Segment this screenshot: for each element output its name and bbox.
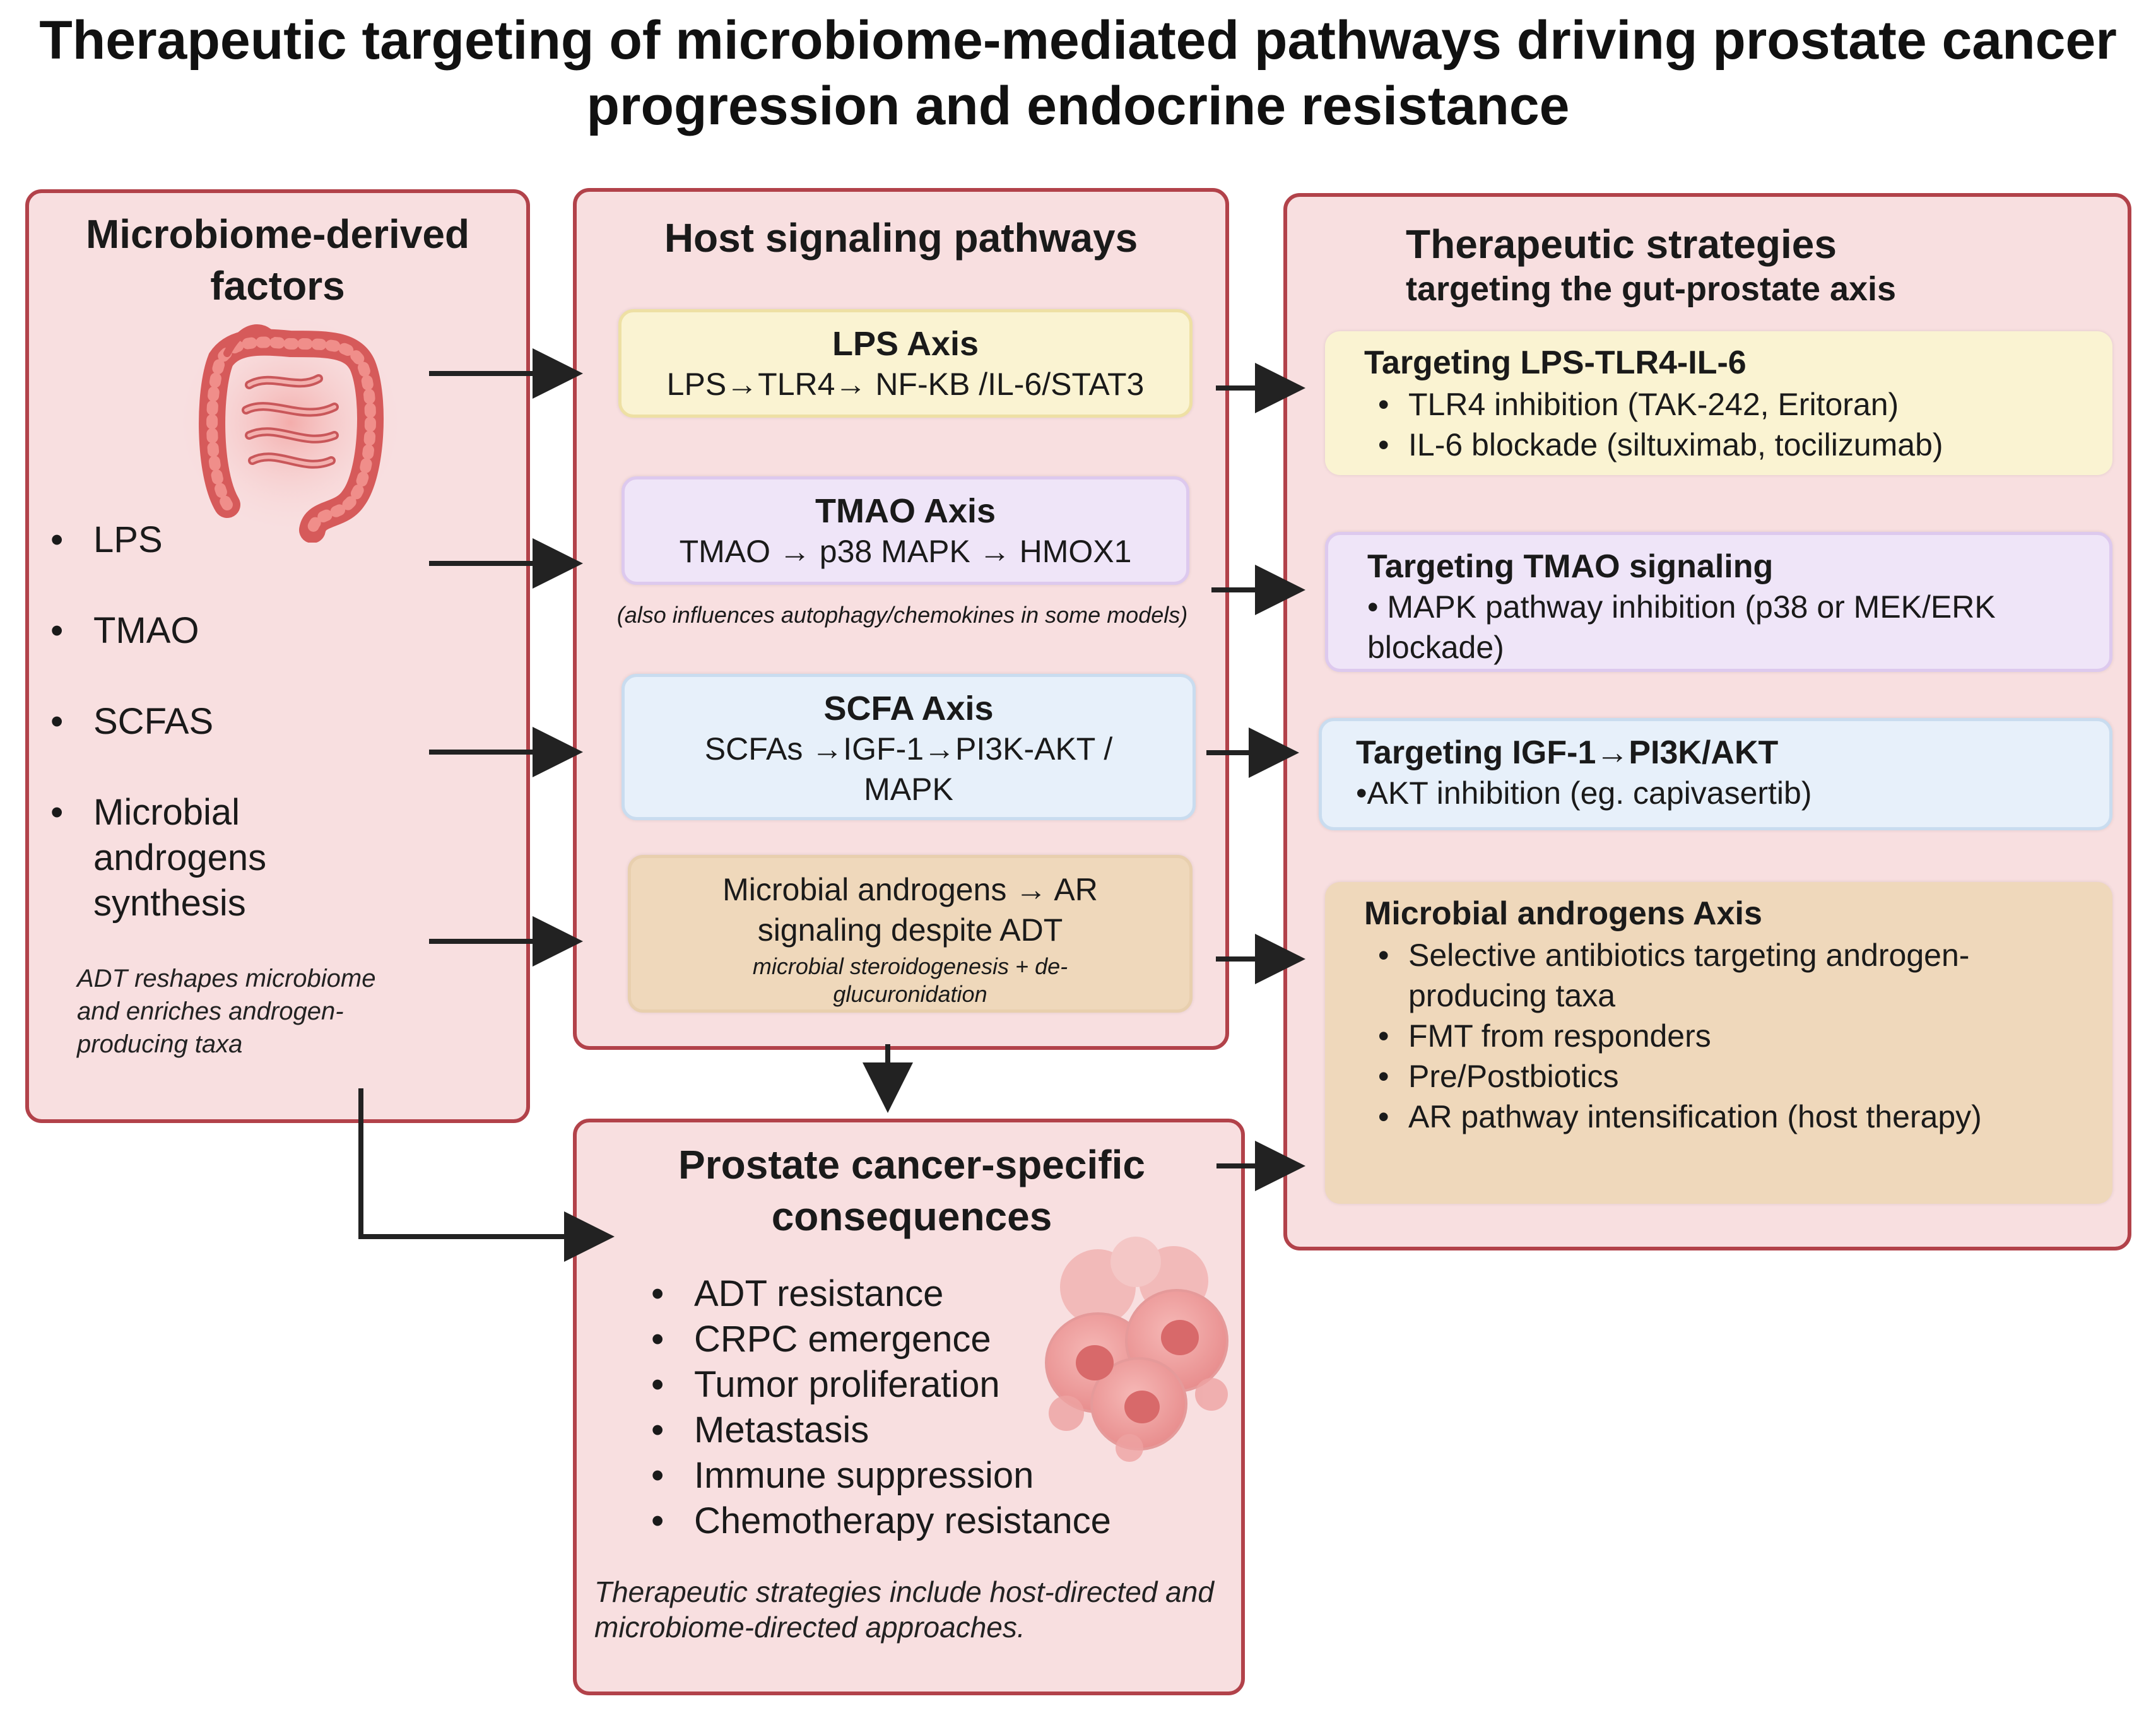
- microbiome-factors-title: Microbiome-derived factors: [85, 211, 470, 309]
- androgen-axis-pathway: Microbial androgens → AR signaling despi…: [722, 872, 1098, 948]
- therapeutic-strategies-title: Therapeutic strategies: [1406, 221, 1837, 267]
- list-item: •IL-6 blockade (siltuximab, tocilizumab): [1378, 427, 1943, 462]
- tmao-axis-box: TMAO Axis TMAO → p38 MAPK → HMOX1: [621, 476, 1189, 585]
- strategy-androgen-title: Microbial androgens Axis: [1364, 895, 1762, 932]
- tmao-axis-note: (also influences autophagy/chemokines in…: [616, 602, 1188, 628]
- tmao-axis-title: TMAO Axis: [815, 492, 996, 530]
- strategy-androgen-list: •Selective antibiotics targeting androge…: [1369, 935, 2087, 1137]
- page-title: Therapeutic targeting of microbiome-medi…: [39, 10, 2117, 136]
- androgen-axis-note: microbial steroidogenesis + de-glucuroni…: [752, 953, 1068, 1007]
- consequences-list: •ADT resistance •CRPC emergence •Tumor p…: [651, 1271, 1262, 1544]
- list-item: •FMT from responders: [1378, 1018, 1711, 1054]
- list-item: •Selective antibiotics targeting androge…: [1378, 938, 1970, 1013]
- consequences-panel: [573, 1119, 1245, 1695]
- list-item: •Chemotherapy resistance: [651, 1500, 1111, 1541]
- list-item: •LPS: [50, 519, 163, 560]
- strategy-igf-text: •AKT inhibition (eg. capivasertib): [1356, 775, 1812, 811]
- list-item: •Tumor proliferation: [651, 1364, 1000, 1405]
- strategy-tmao-title: Targeting TMAO signaling: [1367, 548, 1774, 585]
- list-item: •CRPC emergence: [651, 1319, 991, 1360]
- list-item: •Microbial androgens synthesis: [50, 792, 267, 924]
- consequences-title: Prostate cancer-specific consequences: [678, 1142, 1145, 1239]
- scfa-axis-title: SCFA Axis: [823, 690, 994, 727]
- scfa-axis-box: SCFA Axis SCFAs →IGF-1→PI3K-AKT / MAPK: [621, 674, 1196, 820]
- host-signaling-title: Host signaling pathways: [664, 215, 1138, 261]
- tmao-axis-pathway: TMAO → p38 MAPK → HMOX1: [679, 534, 1132, 569]
- strategy-lps-box: Targeting LPS-TLR4-IL-6 •TLR4 inhibition…: [1325, 331, 2112, 475]
- list-item: •TLR4 inhibition (TAK-242, Eritoran): [1378, 387, 1899, 422]
- lps-axis-title: LPS Axis: [832, 325, 979, 363]
- strategy-lps-title: Targeting LPS-TLR4-IL-6: [1364, 344, 1747, 381]
- androgen-axis-box: Microbial androgens → AR signaling despi…: [628, 855, 1193, 1013]
- list-item: •TMAO: [50, 610, 199, 651]
- list-item: •Metastasis: [651, 1409, 869, 1450]
- cancer-cells-icon: [1045, 1237, 1229, 1462]
- therapeutic-strategies-subtitle: targeting the gut-prostate axis: [1406, 270, 1897, 308]
- strategy-igf-title: Targeting IGF-1→PI3K/AKT: [1356, 734, 1779, 771]
- list-item: •ADT resistance: [651, 1273, 944, 1314]
- microbiome-factor-list: •LPS •TMAO •SCFAS •Microbial androgens s…: [50, 517, 504, 926]
- consequences-note: Therapeutic strategies include host-dire…: [594, 1575, 1214, 1644]
- adt-note: ADT reshapes microbiome and enriches and…: [77, 965, 376, 1058]
- lps-axis-box: LPS Axis LPS→TLR4→ NF-KB /IL-6/STAT3: [618, 309, 1193, 418]
- strategy-tmao-box: Targeting TMAO signaling • MAPK pathway …: [1325, 532, 2112, 672]
- scfa-axis-pathway: SCFAs →IGF-1→PI3K-AKT / MAPK: [704, 731, 1113, 807]
- strategy-tmao-text: • MAPK pathway inhibition (p38 or MEK/ER…: [1367, 589, 1996, 665]
- arrow-factors-to-consequences: [358, 1088, 615, 1262]
- list-item: •Immune suppression: [651, 1455, 1034, 1496]
- strategy-androgen-box: Microbial androgens Axis •Selective anti…: [1325, 882, 2112, 1204]
- list-item: •Pre/Postbiotics: [1378, 1059, 1619, 1094]
- colon-icon: [183, 319, 398, 543]
- strategy-igf-box: Targeting IGF-1→PI3K/AKT •AKT inhibition…: [1319, 718, 2112, 830]
- strategy-lps-list: •TLR4 inhibition (TAK-242, Eritoran) •IL…: [1369, 384, 2087, 465]
- lps-axis-pathway: LPS→TLR4→ NF-KB /IL-6/STAT3: [666, 367, 1145, 402]
- list-item: •SCFAS: [50, 701, 214, 742]
- list-item: •AR pathway intensification (host therap…: [1378, 1099, 1982, 1134]
